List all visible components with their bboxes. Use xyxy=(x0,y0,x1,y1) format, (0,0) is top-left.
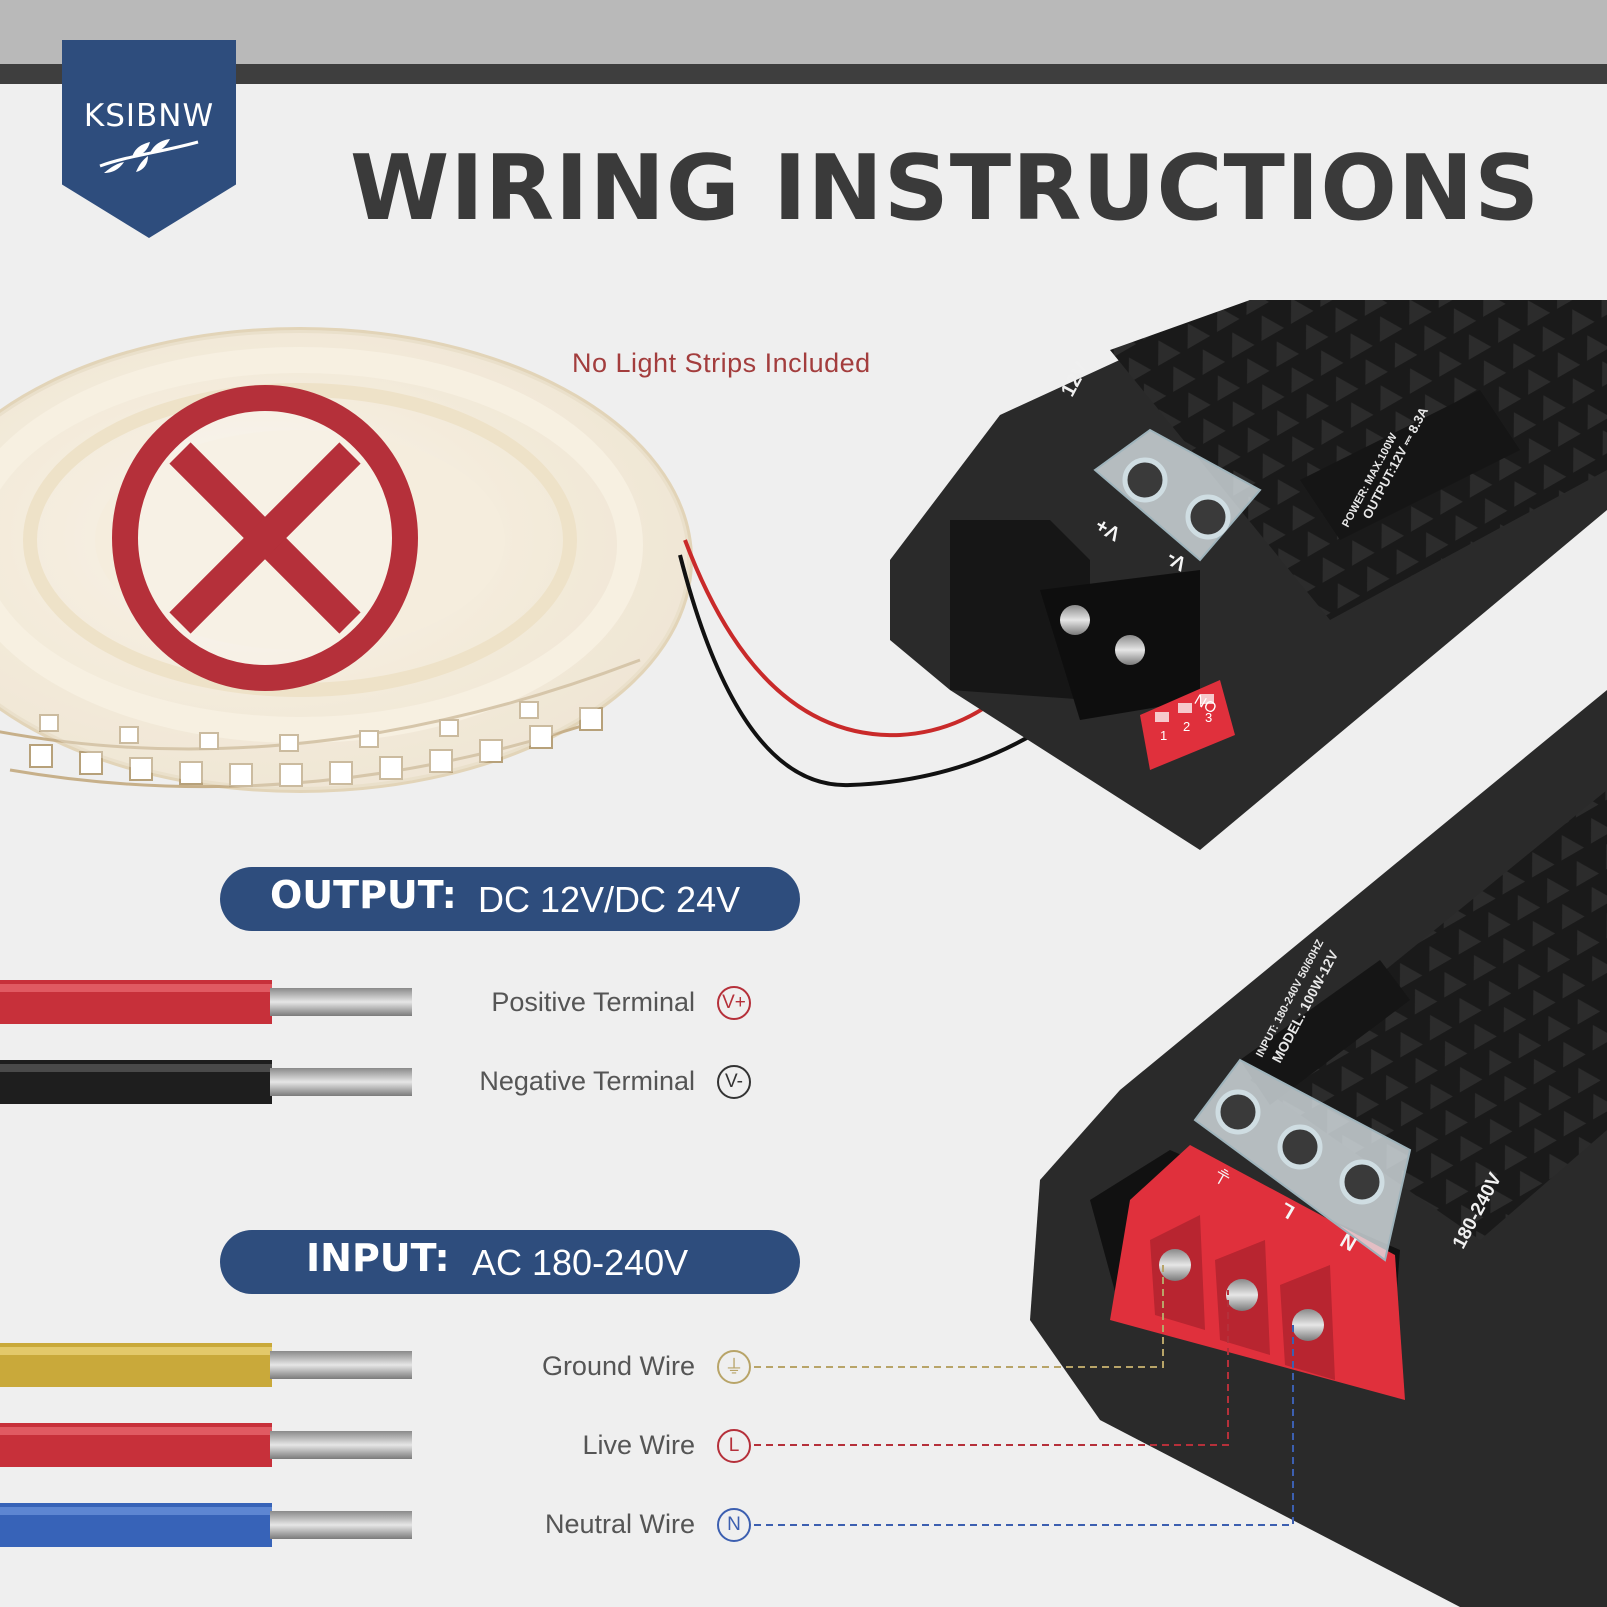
live-wire-label: Live Wire xyxy=(582,1430,695,1460)
live-leader-line xyxy=(754,1290,1229,1446)
dip-switch-number-1: 1 xyxy=(1160,728,1167,743)
output-spec-pill: OUTPUT: DC 12V/DC 24V xyxy=(220,867,800,931)
top-terminal-screws xyxy=(1060,605,1145,665)
dip-switch: ON 1 2 3 xyxy=(1140,680,1235,770)
positive-terminal-icon: V+ xyxy=(717,986,751,1020)
page-title: WIRING INSTRUCTIONS xyxy=(350,136,1541,241)
power-supply-top: OUTPUT:12V ⎓ 8.3A POWER: MAX.100W 12V V+… xyxy=(890,300,1607,850)
dip-switch-number-3: 3 xyxy=(1205,710,1212,725)
neutral-leader-line xyxy=(754,1325,1294,1526)
neutral-icon: N xyxy=(717,1508,751,1542)
input-spec-pill: INPUT: AC 180-240V xyxy=(220,1230,800,1294)
no-strips-note: No Light Strips Included xyxy=(572,348,871,378)
input-wire-live xyxy=(0,1423,412,1467)
input-label: INPUT: xyxy=(306,1236,450,1280)
negative-terminal-label: Negative Terminal xyxy=(479,1066,695,1096)
input-value: AC 180-240V xyxy=(472,1242,689,1283)
top-band xyxy=(0,0,1607,64)
output-value: DC 12V/DC 24V xyxy=(478,879,741,920)
output-wire-black xyxy=(0,1060,412,1104)
live-icon: L xyxy=(717,1429,751,1463)
positive-terminal-label: Positive Terminal xyxy=(491,987,695,1017)
ground-wire-label: Ground Wire xyxy=(541,1351,695,1381)
input-wire-ground xyxy=(0,1343,412,1387)
input-wire-neutral xyxy=(0,1503,412,1547)
power-supply-bottom: INPUT: 180-240V 50/60HZ MODEL: 100W-12V … xyxy=(1030,690,1607,1607)
leaf-icon xyxy=(99,139,199,173)
not-included-x-icon xyxy=(112,385,418,691)
output-label: OUTPUT: xyxy=(270,873,457,917)
ground-leader-line xyxy=(754,1260,1164,1368)
neutral-wire-label: Neutral Wire xyxy=(544,1509,695,1539)
ground-icon: ⏚ xyxy=(717,1350,751,1384)
brand-name: KSIBNW xyxy=(83,98,215,134)
negative-terminal-icon: V- xyxy=(717,1065,751,1099)
output-wire-red xyxy=(0,980,412,1024)
dip-switch-number-2: 2 xyxy=(1183,719,1190,734)
top-bar xyxy=(0,64,1607,84)
